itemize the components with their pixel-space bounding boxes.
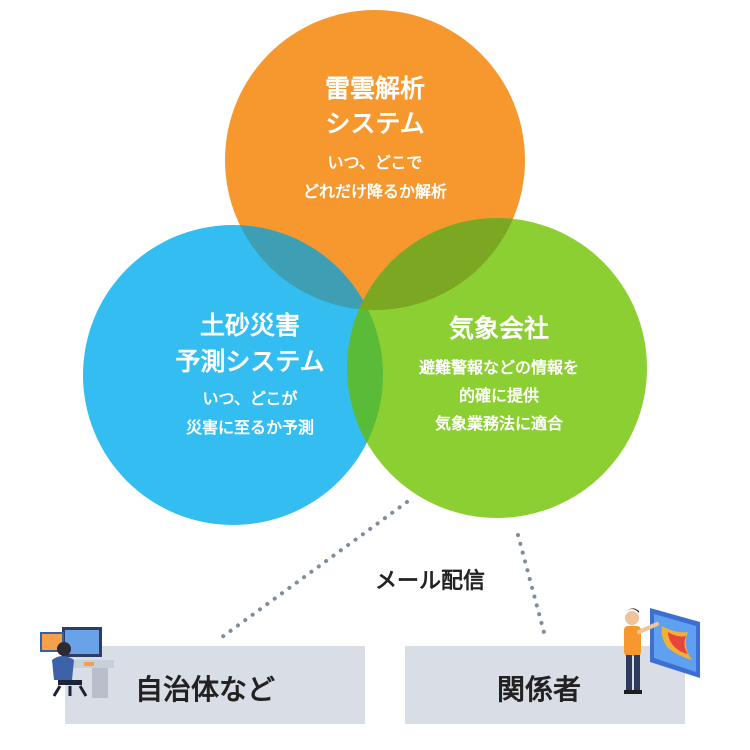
connector-line-left	[216, 500, 409, 642]
raiun-title-line1: 雷雲解析	[324, 74, 426, 103]
dosha-desc-line2: 災害に至るか予測	[185, 418, 315, 437]
kisho-desc-line2: 的確に提供	[458, 386, 540, 405]
recipient-label-local-gov: 自治体など	[135, 673, 276, 706]
kisho-desc-line3: 気象業務法に適合	[434, 414, 564, 433]
dosha-title-line1: 土砂災害	[199, 311, 301, 340]
office-worker-at-desk-icon	[40, 627, 114, 698]
mail-delivery-label: メール配信	[374, 569, 486, 594]
kisho-title: 気象会社	[448, 314, 550, 343]
recipient-label-stakeholders: 関係者	[497, 673, 582, 706]
kisho-desc-line1: 避難警報などの情報を	[418, 358, 580, 377]
overlap-orange-green	[347, 218, 525, 310]
dosha-title-line2: 予測システム	[175, 347, 325, 376]
dosha-desc-line1: いつ、どこが	[202, 389, 298, 408]
circle-dosha-system	[83, 225, 383, 525]
raiun-desc-line1: いつ、どこで	[327, 153, 423, 172]
presenter-with-map-screen-icon	[624, 608, 700, 694]
raiun-desc-line2: どれだけ降るか解析	[302, 182, 448, 201]
recipient-box-local-gov	[65, 646, 365, 724]
connector-line-right	[516, 533, 548, 642]
raiun-title-line2: システム	[325, 109, 425, 138]
